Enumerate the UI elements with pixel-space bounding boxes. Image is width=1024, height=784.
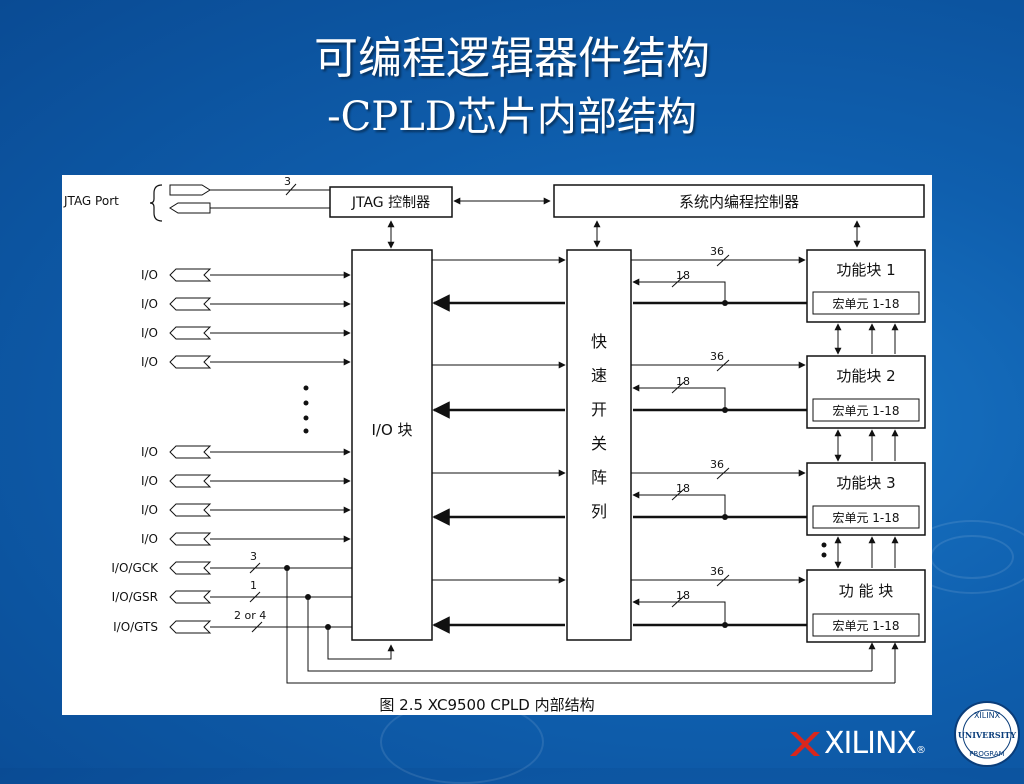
svg-text:I/O: I/O <box>141 355 158 369</box>
svg-text:I/O/GTS: I/O/GTS <box>113 620 158 634</box>
svg-text:I/O: I/O <box>141 445 158 459</box>
global-pin-symbols <box>169 561 352 634</box>
bus-lines <box>432 256 566 634</box>
function-block-2: 36 18 功能块 2 宏单元 1-18 <box>631 350 926 429</box>
svg-text:I/O: I/O <box>141 326 158 340</box>
io-ellipsis <box>303 385 309 434</box>
svg-text:阵: 阵 <box>591 468 607 487</box>
function-block-n: 36 18 功 能 块 宏单元 1-18 <box>631 565 926 643</box>
svg-text:速: 速 <box>591 366 607 385</box>
svg-text:18: 18 <box>676 269 690 282</box>
function-block-3: 36 18 功能块 3 宏单元 1-18 <box>631 458 926 536</box>
slide-subtitle: -CPLD芯片内部结构 <box>327 94 697 140</box>
svg-text:UNIVERSITY: UNIVERSITY <box>958 730 1016 740</box>
isp-controller-box <box>553 184 925 218</box>
slide-title: 可编程逻辑器件结构 <box>314 33 710 84</box>
svg-text:36: 36 <box>710 245 724 258</box>
svg-text:列: 列 <box>591 502 607 521</box>
cpld-block-diagram: JTAG Port 3 JTAG 控制器 系统内编程控制器 I/O 块 快 速 … <box>62 175 932 715</box>
svg-text:I/O: I/O <box>141 297 158 311</box>
svg-text:宏单元 1-18: 宏单元 1-18 <box>832 296 899 311</box>
xilinx-logo-icon <box>790 732 820 756</box>
svg-text:3: 3 <box>250 550 257 563</box>
global-pin-widths: 3 1 2 or 4 <box>234 550 266 622</box>
jtag-brace <box>149 184 163 222</box>
function-block-1: 36 18 功能块 1 宏单元 1-18 <box>631 245 926 323</box>
function-block-ellipsis <box>821 542 827 558</box>
io-block-label: I/O 块 <box>371 421 412 439</box>
svg-text:I/O: I/O <box>141 532 158 546</box>
svg-text:宏单元 1-18: 宏单元 1-18 <box>832 403 899 418</box>
fast-switch-matrix <box>566 249 632 641</box>
svg-text:36: 36 <box>710 350 724 363</box>
io-pin-group-top: I/O I/O I/O I/O <box>141 268 158 369</box>
global-pin-labels: I/O/GCK I/O/GSR I/O/GTS <box>111 561 159 634</box>
svg-text:2 or 4: 2 or 4 <box>234 609 266 622</box>
svg-text:18: 18 <box>676 375 690 388</box>
svg-text:I/O/GCK: I/O/GCK <box>111 561 159 575</box>
svg-text:功能块 3: 功能块 3 <box>836 474 895 492</box>
svg-text:宏单元 1-18: 宏单元 1-18 <box>832 618 899 633</box>
svg-text:宏单元 1-18: 宏单元 1-18 <box>832 510 899 525</box>
jtag-controller-label: JTAG 控制器 <box>351 195 430 211</box>
io-pin-lines-bottom <box>210 448 351 543</box>
io-pin-symbols-bottom <box>169 445 212 546</box>
svg-text:1: 1 <box>250 579 257 592</box>
io-block <box>351 249 433 641</box>
io-pin-lines-top <box>210 271 351 366</box>
svg-text:XILINX: XILINX <box>974 711 1001 720</box>
svg-text:I/O: I/O <box>141 503 158 517</box>
svg-text:功能块 2: 功能块 2 <box>836 367 895 385</box>
jtag-port-label: JTAG Port <box>63 194 119 208</box>
svg-text:18: 18 <box>676 589 690 602</box>
global-signal-routing <box>284 565 899 684</box>
svg-text:18: 18 <box>676 482 690 495</box>
svg-text:快: 快 <box>591 332 607 351</box>
jtag-port-pins <box>169 183 330 214</box>
svg-text:功能块 1: 功能块 1 <box>836 261 895 279</box>
svg-text:I/O/GSR: I/O/GSR <box>112 590 158 604</box>
svg-text:功 能 块: 功 能 块 <box>839 582 894 600</box>
function-block-interlinks <box>834 323 899 569</box>
svg-text:PROGRAM: PROGRAM <box>969 750 1004 758</box>
svg-text:开: 开 <box>591 400 607 419</box>
svg-text:36: 36 <box>710 565 724 578</box>
fast-switch-matrix-label: 快 速 开 关 阵 列 <box>591 332 607 521</box>
diagram-caption: 图 2.5 XC9500 CPLD 内部结构 <box>379 696 594 714</box>
jtag-bus-width: 3 <box>284 175 291 188</box>
jtag-controller-box <box>329 186 453 218</box>
io-pin-symbols-top <box>169 268 212 369</box>
svg-text:关: 关 <box>591 434 607 453</box>
xilinx-wordmark: XILINX® <box>824 726 926 761</box>
svg-text:I/O: I/O <box>141 268 158 282</box>
isp-controller-label: 系统内编程控制器 <box>679 193 799 211</box>
io-pin-group-bottom: I/O I/O I/O I/O <box>141 445 158 546</box>
university-program-badge: XILINX UNIVERSITY PROGRAM <box>954 701 1020 767</box>
svg-text:36: 36 <box>710 458 724 471</box>
svg-text:I/O: I/O <box>141 474 158 488</box>
